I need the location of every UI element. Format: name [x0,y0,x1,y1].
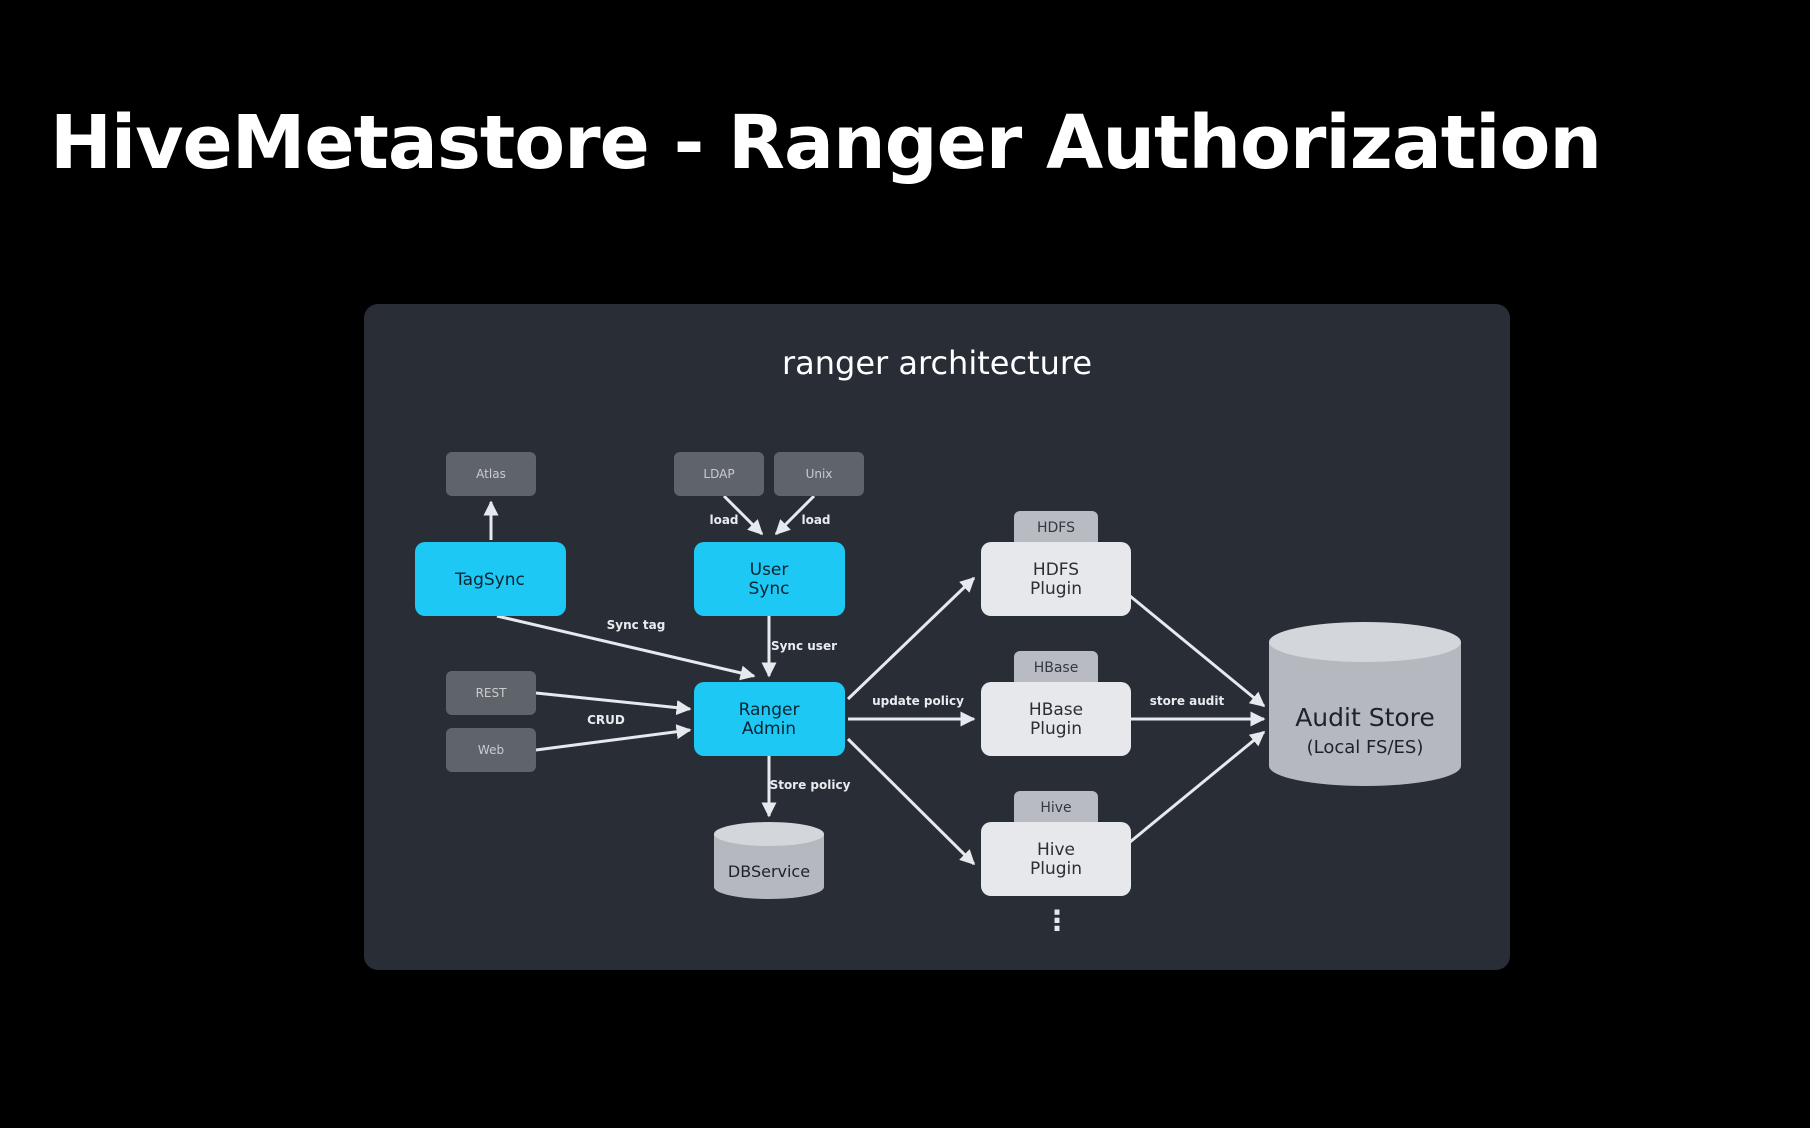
hdfs-plugin-label-line1: HDFS [1033,560,1079,580]
more-plugins-ellipsis: ⋮ [1043,904,1071,937]
dbservice-node: DBService [714,822,824,899]
tagsync-node: TagSync [415,542,566,616]
rest-label: REST [476,686,508,700]
edge-label-crud: CRUD [587,713,625,727]
diagram-title: ranger architecture [782,344,1092,382]
audit-store-label: Audit Store [1295,703,1435,732]
ranger-admin-label-line1: Ranger [739,700,800,720]
hbase-tab-label: HBase [1034,660,1079,676]
unix-label: Unix [806,467,833,481]
edge-ldap-usersync [722,494,764,536]
edge-admin-hdfs [846,576,976,701]
hive-plugin-label-line1: Hive [1037,840,1075,860]
hive-tab-label: Hive [1040,800,1071,816]
edge-admin-hive [846,737,976,866]
slide-title: HiveMetastore - Ranger Authorization [50,100,1602,186]
hbase-plugin-label-line1: HBase [1029,700,1083,720]
edge-label-sync-user: Sync user [771,639,837,653]
ranger-admin-label-line2: Admin [742,719,796,739]
atlas-label: Atlas [476,467,506,481]
ldap-node: LDAP [674,452,764,496]
web-label: Web [478,743,504,757]
ranger-architecture-diagram: ranger architecture load load Sync tag S… [415,344,1461,937]
usersync-label-line1: User [750,560,789,580]
edge-label-load-ldap: load [709,513,738,527]
ranger-admin-node: Ranger Admin [694,682,845,756]
diagram-panel: ranger architecture load load Sync tag S… [364,304,1510,970]
edge-hive-audit [1129,730,1266,844]
audit-store-sublabel: (Local FS/ES) [1307,737,1424,758]
unix-node: Unix [774,452,864,496]
usersync-node: User Sync [694,542,845,616]
dbservice-label: DBService [728,862,810,881]
edge-label-update-policy: update policy [872,694,964,708]
edge-unix-usersync [774,494,816,536]
hbase-plugin-node: HBase HBase Plugin [981,651,1131,756]
hive-plugin-node: Hive Hive Plugin [981,791,1131,896]
web-node: Web [446,728,536,772]
hdfs-plugin-label-line2: Plugin [1030,579,1082,599]
usersync-label-line2: Sync [749,579,790,599]
edge-label-sync-tag: Sync tag [607,618,666,632]
edge-hdfs-audit [1129,594,1266,708]
hbase-plugin-label-line2: Plugin [1030,719,1082,739]
edge-label-load-unix: load [801,513,830,527]
edge-tagsync-admin [496,614,756,681]
rest-node: REST [446,671,536,715]
hdfs-tab-label: HDFS [1037,520,1075,536]
audit-store-node: Audit Store (Local FS/ES) [1269,622,1461,786]
edge-label-store-audit: store audit [1150,694,1225,708]
atlas-node: Atlas [446,452,536,496]
hdfs-plugin-node: HDFS HDFS Plugin [981,511,1131,616]
edge-rest-admin [535,691,692,716]
ldap-label: LDAP [703,467,734,481]
edge-web-admin [535,724,692,752]
edge-label-store-policy: Store policy [770,778,851,792]
tagsync-label: TagSync [454,570,525,590]
hive-plugin-label-line2: Plugin [1030,859,1082,879]
